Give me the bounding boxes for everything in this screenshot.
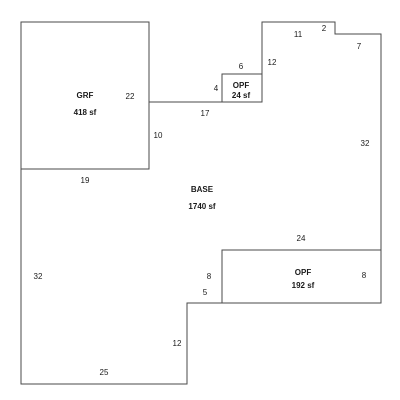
dim-lower-step: 5 [203, 288, 208, 297]
dim-grf-bottom: 19 [81, 176, 90, 185]
base-area-name: BASE [191, 185, 214, 194]
dim-opf-large-top: 24 [297, 234, 306, 243]
dim-opf-small-left: 4 [214, 84, 219, 93]
opf-large-area-name: OPF [295, 268, 312, 277]
dim-notch-drop: 7 [357, 42, 362, 51]
dim-grf-right: 22 [126, 92, 135, 101]
grf-area-size: 418 sf [74, 108, 97, 117]
opf-small-area-size: 24 sf [232, 91, 251, 100]
dim-left-side: 32 [34, 272, 43, 281]
base-outline [20, 21, 382, 385]
opf-large-area-size: 192 sf [292, 281, 315, 290]
dim-opf-small-top: 6 [239, 62, 244, 71]
dim-opf-large-right: 8 [362, 271, 367, 280]
base-area-size: 1740 sf [188, 202, 215, 211]
opf-large-outline [221, 249, 382, 304]
dim-top-notch: 2 [322, 24, 327, 33]
dim-bottom-edge: 25 [100, 368, 109, 377]
opf-small-outline [221, 73, 263, 103]
grf-area-name: GRF [77, 91, 94, 100]
dim-bottom-right-side: 12 [173, 339, 182, 348]
dim-right-side: 32 [361, 139, 370, 148]
dim-opf-large-left: 8 [207, 272, 212, 281]
dim-grf-lower-side: 10 [154, 131, 163, 140]
dim-connector: 17 [201, 109, 210, 118]
dim-top-edge: 11 [294, 30, 303, 39]
opf-small-area-name: OPF [233, 81, 250, 90]
dim-upper-left-side: 12 [268, 58, 277, 67]
